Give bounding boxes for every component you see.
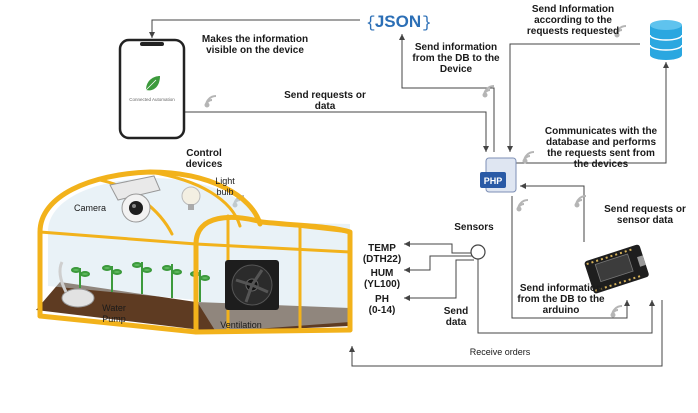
label-hum: HUM (YL100) [363,268,401,290]
greenhouse-illustration [36,169,353,335]
label-communicates: Communicates with the database and perfo… [544,126,658,170]
wifi-icon [204,95,217,108]
wifi-icon [574,195,587,208]
arrow-json-to-phone [149,19,360,38]
arrow-sensor-hum [404,255,472,273]
label-ventilation: Ventilation [220,320,262,330]
label-sensors: Sensors [454,222,494,233]
water-pump-icon [58,261,95,308]
nodemcu-board-icon [584,244,649,294]
arrow-receive-orders [349,300,663,367]
arrow-sensors-to-arduino [477,258,655,334]
php-label: PHP [484,176,503,186]
wifi-icons [204,25,627,318]
label-light-bulb: Light bulb [215,176,235,197]
wifi-icon [482,85,495,98]
label-receive-orders: Receive orders [469,347,531,357]
camera-icon [109,175,161,223]
arrow-sensor-ph [404,259,474,301]
wifi-icon [516,199,529,212]
label-send-requests-data: Send requests or data [284,90,366,112]
label-ph: PH (0-14) [368,294,396,316]
label-send-db-device: Send information from the DB to the Devi… [412,42,500,75]
smartphone-icon [118,38,186,140]
wifi-icon [522,151,535,164]
arrow-php-to-arduino [511,196,630,319]
label-send-db-arduino: Send information from the DB to the ardu… [517,283,605,316]
label-control-devices: Control devices [185,148,223,170]
json-brace-right: } [422,14,432,32]
wifi-icon [614,25,627,38]
json-label: JSON [375,12,421,31]
arrow-phone-to-php [185,111,489,152]
light-bulb-icon [181,186,201,210]
wifi-icon [610,305,623,318]
php-server-icon [480,157,517,193]
label-send-according: Send Information according to the reques… [526,4,620,37]
label-send-data: Send data [443,306,469,328]
wifi-icon [232,195,245,208]
phone-app-name: Connected Automation [129,97,175,102]
connectors [149,19,669,367]
label-temp: TEMP (DTH22) [362,243,402,265]
label-water-pump: Water Pump [102,303,126,324]
json-brace-left: { [366,14,376,32]
arrow-sensor-temp [404,241,472,254]
label-camera: Camera [73,203,106,213]
database-icon [649,20,683,60]
label-send-requests-sensor: Send requests or sensor data [604,204,686,226]
arrow-db-to-php [507,43,640,152]
arrow-php-to-json [399,34,495,152]
arrow-arduino-to-php [520,183,585,242]
sensor-node-icon [470,244,486,260]
label-makes-visible: Makes the information visible on the dev… [201,34,309,56]
arrow-php-to-db [514,62,669,164]
fan-icon [225,260,279,310]
